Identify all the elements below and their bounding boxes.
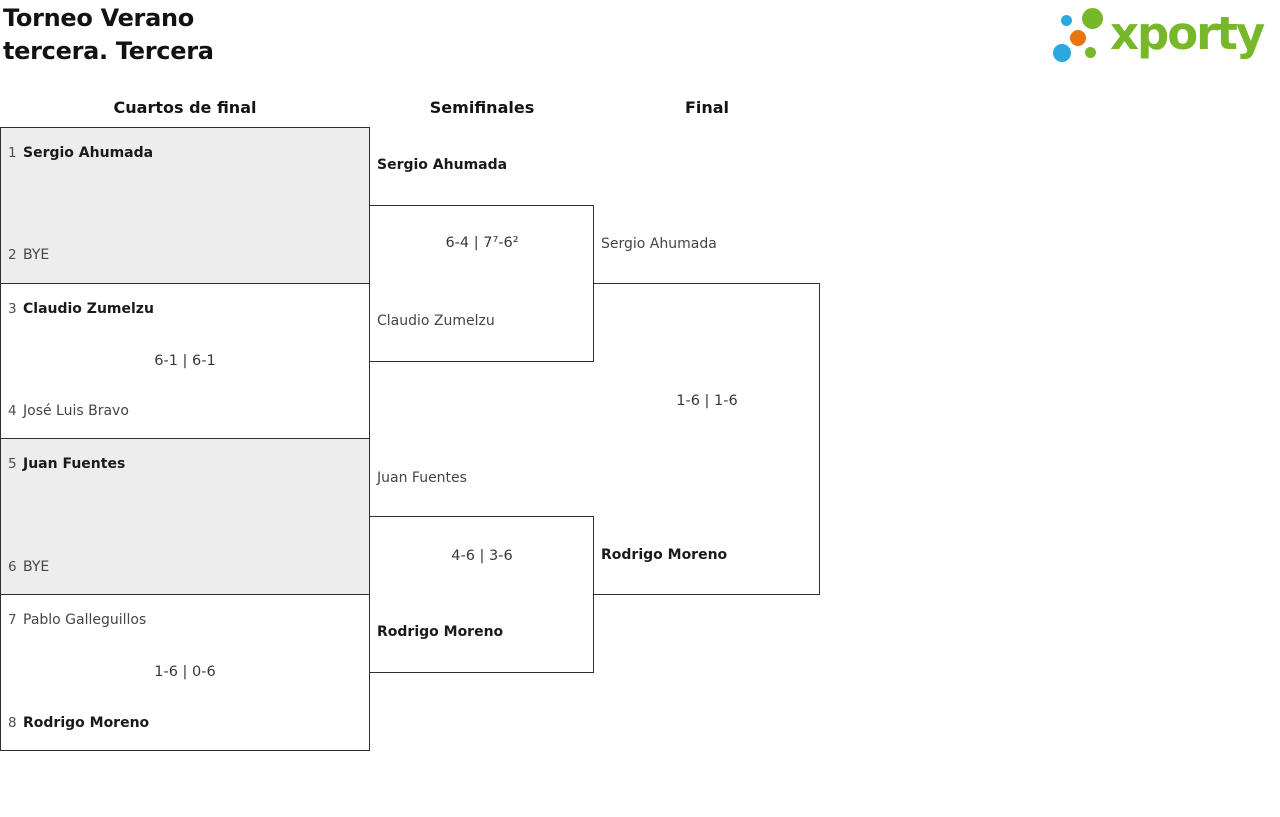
match-box-quarterfinal-1[interactable] <box>0 127 370 284</box>
seed-number: 7 <box>8 612 17 628</box>
match-box-quarterfinal-3[interactable] <box>0 438 370 595</box>
sf1-score: 6-4 | 7⁷-6² <box>445 235 519 251</box>
sf2-top-player-row: Juan Fuentes <box>377 468 587 488</box>
seed-number: 3 <box>8 301 17 317</box>
player-name: Pablo Galleguillos <box>23 612 147 628</box>
player-name: José Luis Bravo <box>23 403 129 419</box>
title-line-1: Torneo Verano <box>3 4 194 32</box>
qf2-bottom-player-row: 4 José Luis Bravo <box>8 401 368 421</box>
match-box-quarterfinal-4[interactable] <box>0 594 370 751</box>
match-box-final[interactable] <box>594 283 820 595</box>
round-header-semifinals: Semifinales <box>429 98 535 117</box>
qf1-bottom-player-row: 2 BYE <box>8 245 368 265</box>
player-name: Sergio Ahumada <box>23 145 154 161</box>
player-name: Sergio Ahumada <box>377 157 508 173</box>
logo-dot-green-large <box>1082 8 1103 29</box>
round-header-quarterfinals: Cuartos de final <box>113 98 257 117</box>
title-line-2: tercera. Tercera <box>3 37 214 65</box>
player-name: Juan Fuentes <box>23 456 126 472</box>
seed-number: 4 <box>8 403 17 419</box>
player-name: Rodrigo Moreno <box>377 624 504 640</box>
round-header-final: Final <box>684 98 730 117</box>
logo-dot-blue-small <box>1061 15 1072 26</box>
sf2-score: 4-6 | 3-6 <box>451 548 513 564</box>
player-name: Rodrigo Moreno <box>23 715 150 731</box>
player-name: Claudio Zumelzu <box>377 313 495 329</box>
xporty-wordmark: xporty <box>1110 7 1265 60</box>
qf4-bottom-player-row: 8 Rodrigo Moreno <box>8 713 368 733</box>
qf4-top-player-row: 7 Pablo Galleguillos <box>8 610 368 630</box>
seed-number: 8 <box>8 715 17 731</box>
player-name: Claudio Zumelzu <box>23 301 154 317</box>
final-bottom-player-row: Rodrigo Moreno <box>601 545 816 565</box>
qf2-score: 6-1 | 6-1 <box>154 353 216 369</box>
qf2-top-player-row: 3 Claudio Zumelzu <box>8 299 368 319</box>
qf4-score: 1-6 | 0-6 <box>154 664 216 680</box>
qf1-top-player-row: 1 Sergio Ahumada <box>8 143 368 163</box>
logo-dot-blue-large <box>1053 44 1071 62</box>
sf1-top-player-row: Sergio Ahumada <box>377 155 587 175</box>
player-name: BYE <box>23 247 50 263</box>
qf3-top-player-row: 5 Juan Fuentes <box>8 454 368 474</box>
player-name: Sergio Ahumada <box>601 236 717 252</box>
player-name: Rodrigo Moreno <box>601 547 728 563</box>
match-box-semifinal-1[interactable] <box>370 205 594 362</box>
match-box-semifinal-2[interactable] <box>370 516 594 673</box>
seed-number: 2 <box>8 247 17 263</box>
final-top-player-row: Sergio Ahumada <box>601 234 816 254</box>
logo-dot-orange <box>1070 30 1086 46</box>
qf3-bottom-player-row: 6 BYE <box>8 557 368 577</box>
seed-number: 6 <box>8 559 17 575</box>
seed-number: 5 <box>8 456 17 472</box>
final-score: 1-6 | 1-6 <box>676 393 738 409</box>
player-name: Juan Fuentes <box>377 470 467 486</box>
logo-dot-green-small <box>1085 47 1096 58</box>
seed-number: 1 <box>8 145 17 161</box>
player-name: BYE <box>23 559 50 575</box>
sf2-bottom-player-row: Rodrigo Moreno <box>377 622 587 642</box>
sf1-bottom-player-row: Claudio Zumelzu <box>377 311 587 331</box>
